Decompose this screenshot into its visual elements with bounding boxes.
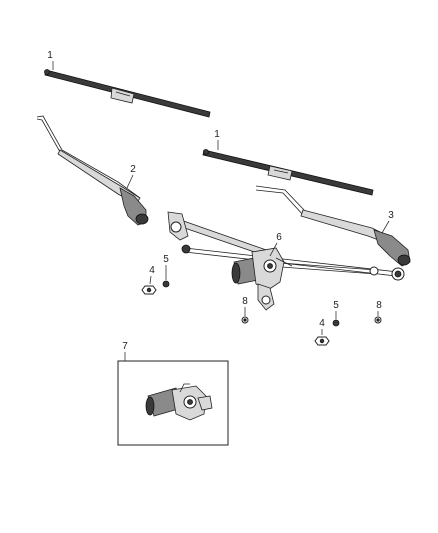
fastener-8-right (374, 316, 382, 324)
callout-5-left: 5 (163, 254, 169, 265)
nut-4-right (314, 336, 330, 346)
nut-5-right (332, 319, 340, 327)
callout-1-left-blade: 1 (47, 50, 53, 61)
motor-detail-box (117, 360, 229, 446)
wiper-motor (145, 383, 213, 421)
callout-5-right: 5 (333, 300, 339, 311)
nut-5-left (162, 280, 170, 288)
callout-4-right: 4 (319, 318, 325, 329)
callout-3: 3 (388, 210, 394, 221)
callout-4-left: 4 (149, 265, 155, 276)
callout-8-left: 8 (242, 296, 248, 307)
callout-7: 7 (122, 341, 128, 352)
callout-1-right-blade: 1 (214, 129, 220, 140)
wiper-arm-right (255, 185, 411, 267)
fastener-8-left (241, 316, 249, 324)
callout-8-right: 8 (376, 300, 382, 311)
wiper-blade-right (202, 149, 374, 196)
wiper-linkage-assembly (167, 211, 405, 311)
nut-4-left (141, 285, 157, 295)
callout-2: 2 (130, 164, 136, 175)
wiper-arm-left (36, 115, 149, 226)
callout-6: 6 (276, 232, 282, 243)
wiper-blade-left (44, 69, 211, 118)
